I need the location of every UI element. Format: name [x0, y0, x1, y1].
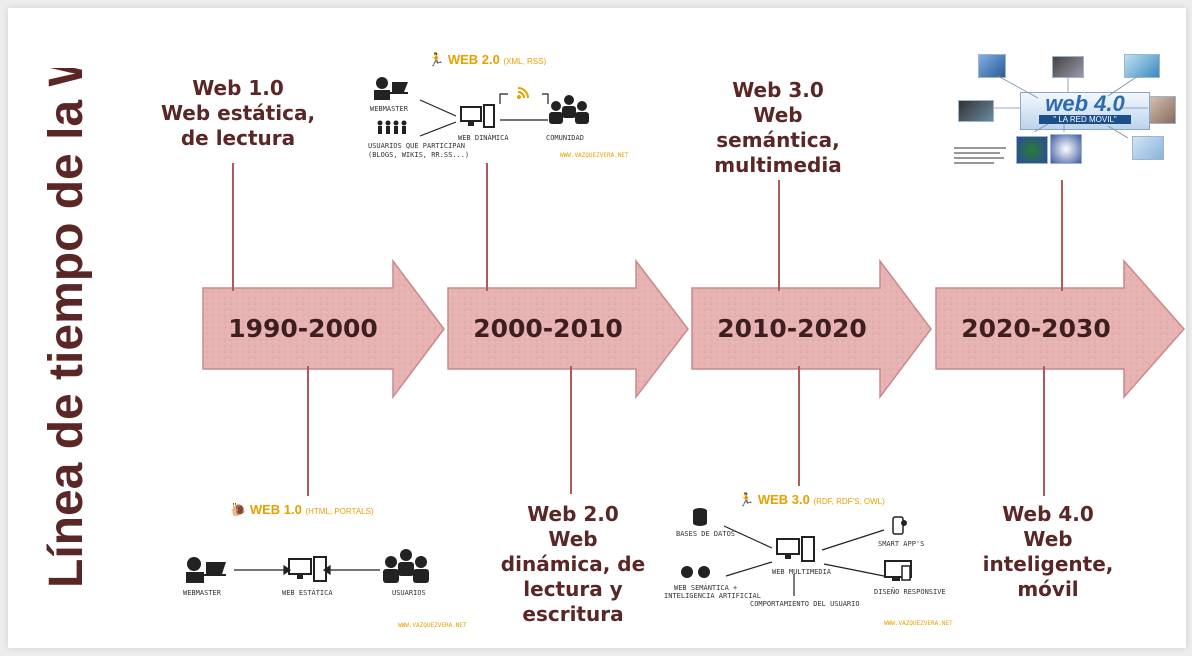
diagram-web2-users2: (BLOGS, WIKIS, RR.SS...) [368, 151, 470, 159]
brain-icon [681, 566, 710, 578]
web4-thumb-integration [1124, 54, 1160, 78]
label-web1-line2: Web estática, [160, 101, 316, 125]
label-web2: Web 2.0 Web dinámica, de lectura y escri… [473, 502, 673, 627]
crawl-icon: 🐌 [230, 502, 247, 517]
diagram-web2-source: WWW.VAZQUEZVERA.NET [560, 152, 629, 159]
runner-icon: 🏃 [738, 492, 755, 507]
label-web1-line3: de lectura [180, 126, 296, 150]
diagram-web3-title: 🏃 WEB 3.0 (RDF, RDF'S, OWL) [738, 492, 885, 508]
side-title: Línea de tiempo de la Web [40, 68, 93, 588]
diagram-web2-title-text: WEB 2.0 [447, 52, 500, 67]
web4-thumb-map [1016, 136, 1048, 164]
diagram-web3-responsive: DISEÑO RESPONSIVE [874, 588, 946, 596]
diagram-web3-behaviour: COMPORTAMIENTO DEL USUARIO [750, 600, 860, 608]
diagram-web1-users: USUARIOS [392, 589, 426, 597]
web1-connectors [234, 564, 380, 576]
diagram-web2-users: USUARIOS QUE PARTICIPAN [368, 142, 465, 150]
diagram-web3-source: WWW.VAZQUEZVERA.NET [884, 620, 953, 627]
label-web4: Web 4.0 Web inteligente, móvil [958, 502, 1138, 602]
label-web4-line3: inteligente, [982, 552, 1114, 576]
web4-thumb-communication [978, 54, 1006, 78]
web4-logo-text: web 4.0 [1045, 91, 1125, 116]
diagram-web2-center: WEB DINÁMICA [458, 134, 509, 142]
label-web3: Web 3.0 Web semántica, multimedia [688, 78, 868, 178]
label-web4-line4: móvil [1017, 577, 1079, 601]
webmaster-icon [374, 77, 408, 100]
label-web2-line3: dinámica, de [500, 552, 646, 576]
diagram-web2-title: 🏃 WEB 2.0 (XML, RSS) [428, 52, 546, 68]
stem-web4-bottom [1043, 366, 1045, 496]
rss-icon [517, 87, 529, 99]
web2-connectors [419, 93, 549, 137]
web4-thumb-brain [1050, 134, 1082, 164]
web4-thumb-gps [958, 100, 994, 122]
label-web3-line1: Web 3.0 [732, 78, 824, 102]
responsive-icon [884, 560, 912, 581]
label-web3-line2: Web [753, 103, 803, 127]
side-title-text: Línea de tiempo de la Web [40, 68, 93, 588]
label-web1: Web 1.0 Web estática, de lectura [138, 76, 338, 151]
database-icon [693, 508, 707, 526]
range-label-1990: 1990-2000 [228, 314, 378, 343]
diagram-web1-title-text: WEB 1.0 [249, 502, 302, 517]
stem-web4-top [1061, 180, 1063, 291]
arrow-2020-2030 [935, 259, 1186, 399]
diagram-web2-webmaster: WEBMASTER [370, 105, 408, 113]
diagram-web3-semantic: WEB SEMÁNTICA + [674, 584, 738, 592]
label-web2-line4: lectura y [523, 577, 623, 601]
stem-web3-top [778, 180, 780, 291]
range-label-2010: 2010-2020 [717, 314, 867, 343]
label-web3-line3: semántica, [716, 128, 840, 152]
computer-icon [776, 536, 815, 562]
stem-web3-bottom [798, 366, 800, 486]
label-web4-line1: Web 4.0 [1002, 502, 1094, 526]
diagram-web2-subtitle: (XML, RSS) [503, 57, 547, 66]
diagram-web3-semantic2: INTELIGENCIA ARTIFICIAL [664, 592, 761, 600]
web4-thumb-screen [1132, 136, 1164, 160]
stem-web1-top [232, 163, 234, 291]
users-icon [377, 120, 407, 134]
computer-icon [460, 104, 495, 128]
slide: Línea de tiempo de la Web 1990-2000 2000… [8, 8, 1186, 648]
range-label-2020: 2020-2030 [961, 314, 1111, 343]
arrow-2000-2010 [447, 258, 689, 400]
diagram-web3-databases: BASES DE DATOS [676, 530, 736, 538]
runner-icon: 🏃 [428, 52, 445, 67]
web4-logo: web 4.0 " LA RED MOVIL" [1020, 92, 1150, 130]
diagram-web3-title-text: WEB 3.0 [757, 492, 810, 507]
label-web4-line2: Web [1023, 527, 1073, 551]
range-label-2000: 2000-2010 [473, 314, 623, 343]
web3-connectors [723, 525, 885, 596]
diagram-web2-community: COMUNIDAD [546, 134, 584, 142]
diagram-web1-title: 🐌 WEB 1.0 (HTML, PORTALS) [230, 502, 374, 518]
webmaster-icon [186, 557, 226, 583]
web4-connectors [994, 75, 1148, 139]
diagram-web1-center: WEB ESTÁTICA [282, 589, 333, 597]
label-web1-line1: Web 1.0 [192, 76, 284, 100]
smart-app-icon [892, 516, 907, 535]
community-icon [549, 95, 589, 124]
diagram-web1-webmaster: WEBMASTER [183, 589, 221, 597]
diagram-web3-smart: SMART APP'S [878, 540, 925, 548]
users-group-icon [383, 549, 429, 583]
arrow-1990-2000 [202, 258, 445, 400]
stem-web2-bottom [570, 366, 572, 494]
arrow-2010-2020 [691, 258, 932, 400]
stem-web1-bottom [307, 366, 309, 496]
diagram-web3-center: WEB MULTIMEDIA [772, 568, 832, 576]
diagram-web1-subtitle: (HTML, PORTALS) [305, 507, 374, 516]
diagram-web1-source: WWW.VAZQUEZVERA.NET [398, 622, 467, 629]
label-web3-line4: multimedia [714, 153, 842, 177]
web4-logo-sub: " LA RED MOVIL" [1039, 115, 1131, 124]
stem-web2-top [486, 163, 488, 291]
label-web2-line1: Web 2.0 [527, 502, 619, 526]
web4-text-lines [954, 144, 1014, 167]
diagram-web3-subtitle: (RDF, RDF'S, OWL) [813, 497, 885, 506]
timeline-arrows [202, 258, 1186, 400]
label-web2-line5: escritura [522, 602, 624, 626]
label-web2-line2: Web [548, 527, 598, 551]
